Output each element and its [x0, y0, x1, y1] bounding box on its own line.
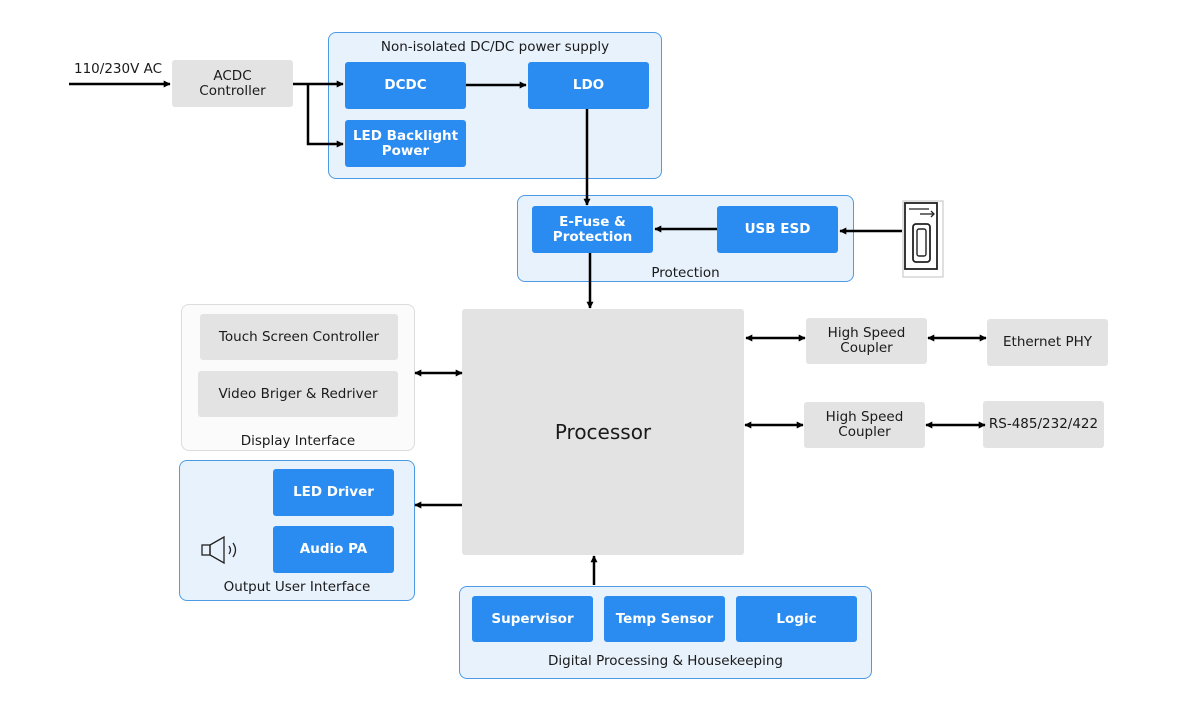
efuse-protection-block: E-Fuse & Protection	[532, 206, 653, 253]
high-speed-coupler-1-block: High Speed Coupler	[806, 318, 927, 364]
digital-processing-title: Digital Processing & Housekeeping	[548, 653, 783, 669]
logic-block: Logic	[736, 596, 857, 642]
wire-acdc-to-led-backlight	[306, 84, 344, 148]
acdc-controller-block: ACDC Controller	[172, 60, 293, 107]
temp-sensor-block: Temp Sensor	[604, 596, 725, 642]
display-interface-title: Display Interface	[240, 433, 356, 449]
ethernet-phy-block: Ethernet PHY	[987, 319, 1108, 366]
output-user-interface-title: Output User Interface	[223, 579, 371, 595]
led-backlight-power-block: LED Backlight Power	[345, 120, 466, 167]
speaker-icon	[201, 535, 237, 565]
video-bridge-redriver-block: Video Briger & Redriver	[198, 371, 398, 417]
touch-screen-controller-block: Touch Screen Controller	[200, 314, 398, 360]
power-supply-title: Non-isolated DC/DC power supply	[380, 39, 610, 55]
supervisor-block: Supervisor	[472, 596, 593, 642]
led-driver-block: LED Driver	[273, 469, 394, 516]
rs485-block: RS-485/232/422	[983, 401, 1104, 448]
high-speed-coupler-2-block: High Speed Coupler	[804, 402, 925, 448]
usb-connector-icon	[902, 200, 944, 278]
ac-input-label: 110/230V AC	[74, 61, 163, 77]
protection-title: Protection	[651, 265, 720, 281]
dcdc-block: DCDC	[345, 62, 466, 109]
usb-esd-block: USB ESD	[717, 206, 838, 253]
audio-pa-block: Audio PA	[273, 526, 394, 573]
ldo-block: LDO	[528, 62, 649, 109]
processor-block: Processor	[462, 309, 744, 555]
